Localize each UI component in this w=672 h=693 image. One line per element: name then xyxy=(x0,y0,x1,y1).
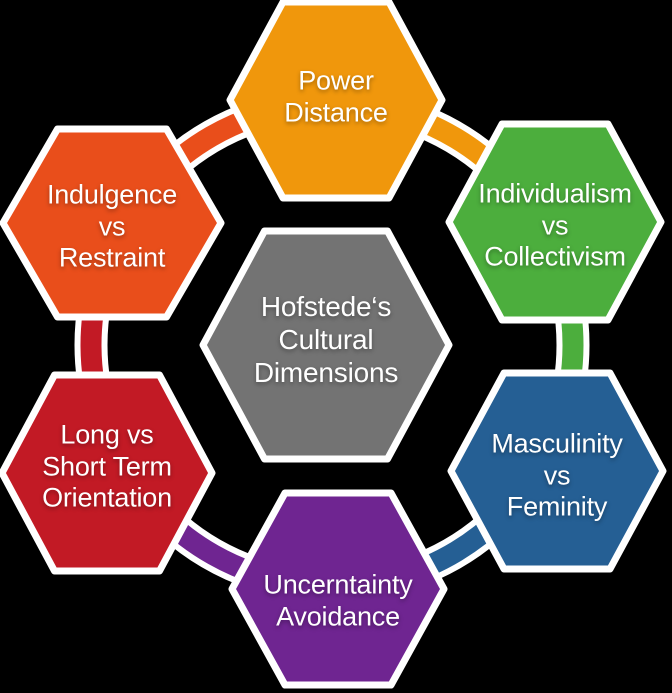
hexagon-uncertainty-avoidance xyxy=(228,489,448,689)
hexagon-power-distance xyxy=(226,0,446,202)
hexagon-individualism-vs-collectivism xyxy=(445,120,665,324)
hexagon-indulgence-vs-restraint xyxy=(0,125,225,321)
hexagon-long-vs-short-term xyxy=(0,371,216,575)
hexagon-hofstede-cultural-dimensions xyxy=(199,227,453,463)
hexagon-masculinity-vs-feminity xyxy=(447,369,667,573)
